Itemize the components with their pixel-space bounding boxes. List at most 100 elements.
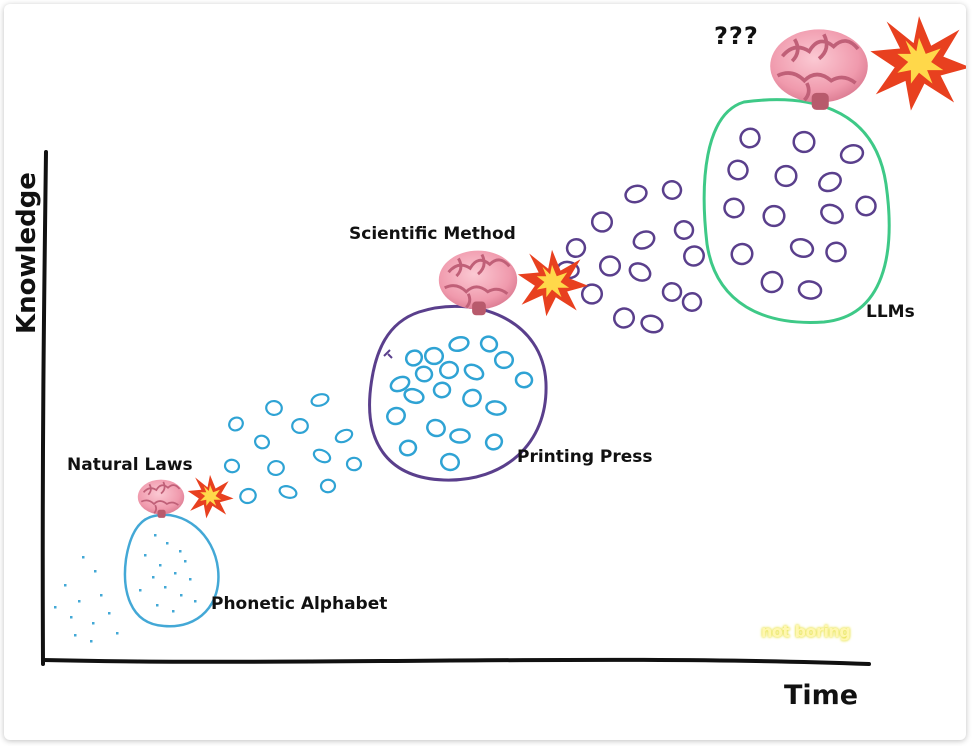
- cluster-dot: [449, 428, 471, 444]
- cluster-dot: [730, 242, 754, 266]
- cluster-dot: [253, 434, 271, 450]
- cluster-dot: [565, 237, 587, 259]
- speck-dot: [82, 556, 85, 559]
- cluster-dot: [228, 416, 244, 432]
- cluster-dot: [632, 230, 656, 250]
- cluster-dot: [398, 439, 418, 457]
- speck-dot: [54, 606, 57, 609]
- cluster-dot: [612, 307, 636, 329]
- cluster-dot: [514, 371, 534, 389]
- speck-dot: [94, 570, 97, 573]
- x-axis-label: Time: [784, 680, 859, 711]
- phonetic-alphabet-dots: [54, 534, 197, 643]
- speck-dot: [70, 616, 73, 619]
- cluster-dot: [839, 144, 865, 164]
- speck-dot: [180, 594, 183, 597]
- cluster-dot: [423, 346, 445, 366]
- cluster-dot: [792, 130, 816, 154]
- speck-dot: [78, 600, 81, 603]
- speck-dot: [156, 604, 159, 607]
- cluster-dot: [278, 485, 298, 499]
- speck-dot: [64, 584, 67, 587]
- llm-blob: [702, 98, 891, 324]
- cluster-dot: [267, 459, 285, 477]
- cluster-dot: [673, 220, 695, 240]
- cluster-dot: [310, 393, 330, 407]
- cluster-dot: [345, 456, 363, 472]
- printing-press-dots: [386, 335, 534, 472]
- cluster-dot: [825, 241, 847, 263]
- cluster-dot: [820, 203, 844, 225]
- brain-icon: [770, 29, 868, 110]
- cluster-dot: [389, 375, 411, 393]
- label-scientific-method: Scientific Method: [349, 224, 516, 244]
- cluster-dot: [727, 159, 749, 181]
- cluster-dot: [640, 314, 664, 334]
- scientific-method-dots: [556, 180, 705, 334]
- cluster-dot: [448, 335, 470, 353]
- label-llms: LLMs: [866, 302, 915, 322]
- cluster-dot: [774, 164, 798, 188]
- cluster-dot: [432, 381, 452, 399]
- cluster-dot: [598, 255, 622, 277]
- cluster-dot: [760, 270, 784, 294]
- printing-press-blob-tick: [383, 349, 393, 359]
- label-phonetic-alphabet: Phonetic Alphabet: [211, 594, 388, 614]
- explosion-icon: [870, 16, 966, 111]
- cluster-dot: [797, 280, 823, 300]
- y-axis-line: [40, 150, 48, 666]
- speck-dot: [172, 610, 175, 613]
- cluster-dot: [739, 127, 761, 149]
- cluster-dot: [462, 388, 482, 408]
- cluster-dot: [628, 262, 652, 282]
- speck-dot: [144, 554, 147, 557]
- explosion-icon: [517, 249, 589, 317]
- speck-dot: [139, 589, 142, 592]
- speck-dot: [90, 640, 93, 643]
- cluster-dot: [386, 406, 406, 426]
- label-natural-laws: Natural Laws: [67, 455, 193, 475]
- cluster-dot: [484, 433, 504, 451]
- phonetic-alphabet-blob: [123, 513, 220, 628]
- label-unknown-future: ???: [714, 22, 759, 50]
- cluster-dot: [438, 360, 460, 380]
- cluster-dot: [485, 400, 507, 416]
- cluster-dot: [223, 458, 241, 474]
- diagram-canvas: [40, 16, 966, 666]
- speck-dot: [152, 576, 155, 579]
- label-printing-press: Printing Press: [517, 447, 653, 467]
- cluster-dot: [661, 180, 683, 200]
- llm-dots: [723, 127, 877, 300]
- cluster-dot: [239, 487, 257, 505]
- diagram-card: Knowledge Time Phonetic Alphabet Natural…: [4, 4, 966, 740]
- cluster-dot: [463, 363, 485, 381]
- speck-dot: [189, 578, 192, 581]
- brain-icon: [438, 250, 518, 316]
- speck-dot: [194, 600, 197, 603]
- cluster-dot: [624, 184, 648, 204]
- speck-dot: [166, 542, 169, 545]
- speck-dot: [108, 612, 111, 615]
- cluster-dot: [855, 195, 877, 217]
- cluster-dot: [312, 448, 332, 464]
- printing-press-blob: [368, 304, 548, 482]
- cluster-dot: [439, 452, 461, 472]
- explosion-icon: [187, 474, 234, 519]
- cluster-dot: [661, 282, 683, 302]
- speck-dot: [154, 534, 157, 537]
- natural-laws-dots: [223, 393, 363, 505]
- cluster-dot: [265, 399, 283, 417]
- cluster-dot: [818, 171, 842, 193]
- cluster-dot: [683, 245, 705, 267]
- speck-dot: [179, 550, 182, 553]
- cluster-dot: [479, 335, 499, 353]
- speck-dot: [100, 594, 103, 597]
- cluster-dot: [590, 211, 614, 233]
- speck-dot: [184, 560, 187, 563]
- speck-dot: [74, 634, 77, 637]
- y-axis-label: Knowledge: [12, 172, 42, 334]
- cluster-dot: [681, 292, 703, 312]
- speck-dot: [164, 586, 167, 589]
- watermark-logo: not boring: [761, 622, 851, 641]
- cluster-dot: [414, 365, 434, 383]
